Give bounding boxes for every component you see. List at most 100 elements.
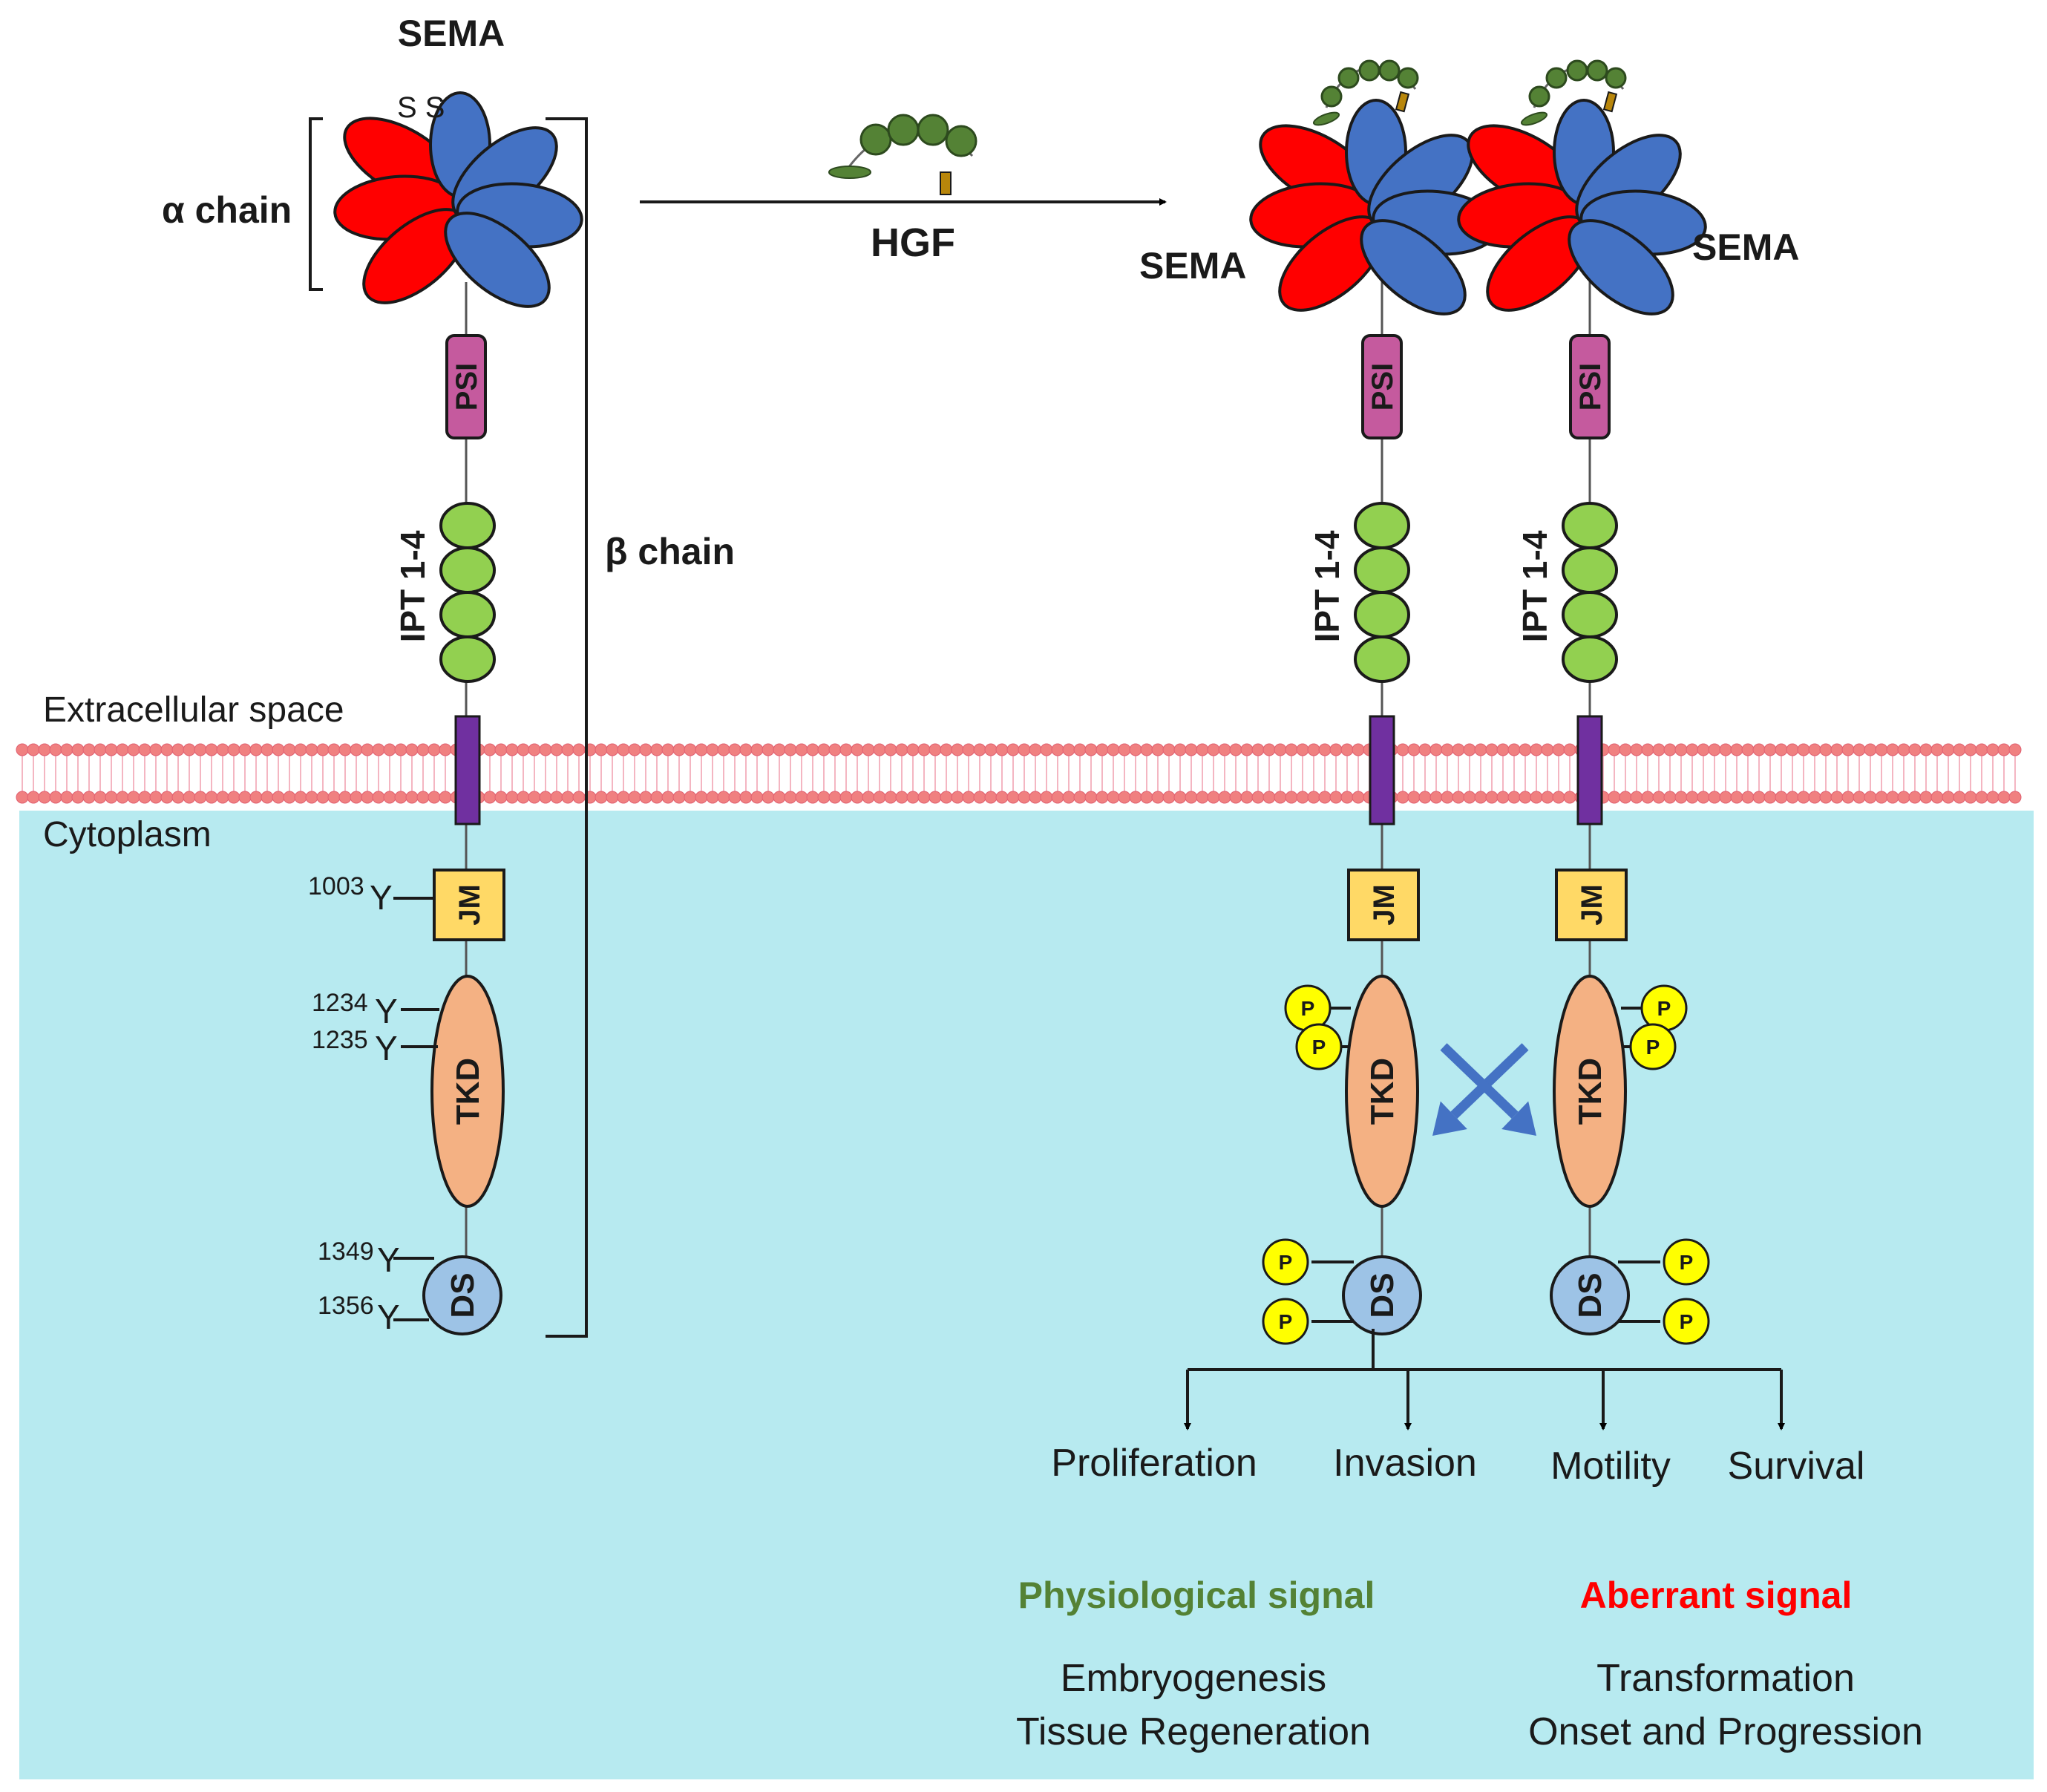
cytoplasm-region xyxy=(19,811,2034,1779)
hgf-label: HGF xyxy=(871,220,955,265)
tkd-label: TKD xyxy=(1572,1058,1608,1125)
sema-label-right-a: SEMA xyxy=(1139,245,1246,287)
tyrosine-1003-y: Y xyxy=(370,878,393,917)
ipt-label: IPT 1-4 xyxy=(1308,530,1346,642)
physiological-signal-line2: Tissue Regeneration xyxy=(1016,1710,1371,1753)
outcome-motility: Motility xyxy=(1550,1445,1671,1488)
psi-label: PSI xyxy=(1366,363,1399,411)
alpha-chain-label: α chain xyxy=(162,189,292,231)
ds-label: DS xyxy=(1572,1272,1608,1318)
jm-label: JM xyxy=(1576,884,1608,926)
aberrant-signal-line1: Transformation xyxy=(1596,1657,1855,1700)
tyrosine-1235-y: Y xyxy=(375,1029,398,1067)
tkd-domain xyxy=(1345,975,1419,1208)
phosphate-group xyxy=(1262,1238,1309,1286)
phosphate-label: P xyxy=(1279,1251,1293,1274)
cell-membrane xyxy=(16,743,2022,804)
psi-domain xyxy=(1569,334,1611,439)
tkd-label: TKD xyxy=(450,1058,486,1125)
downstream-tree xyxy=(1184,1329,1785,1430)
jm-label: JM xyxy=(453,884,486,926)
aberrant-signal-title: Aberrant signal xyxy=(1580,1574,1853,1616)
physiological-signal-block: Physiological signal Embryogenesis Tissu… xyxy=(1016,1574,1375,1753)
tyrosine-1349-y: Y xyxy=(377,1240,400,1279)
cross-arrow-left xyxy=(1432,1043,1529,1136)
tyrosine-1349-number: 1349 xyxy=(318,1237,374,1266)
sema-label-right-b: SEMA xyxy=(1692,226,1799,268)
tyrosine-1356-number: 1356 xyxy=(318,1292,374,1320)
sema-domain xyxy=(1457,99,1707,315)
phosphate-label: P xyxy=(1646,1036,1660,1059)
phosphate-label: P xyxy=(1657,997,1671,1020)
ds-label: DS xyxy=(1364,1272,1401,1318)
physiological-signal-line1: Embryogenesis xyxy=(1061,1657,1326,1700)
beta-chain-bracket xyxy=(546,117,588,1338)
outcome-survival: Survival xyxy=(1728,1445,1865,1488)
physiological-signal-title: Physiological signal xyxy=(1018,1574,1375,1616)
aberrant-signal-block: Aberrant signal Transformation Onset and… xyxy=(1528,1574,1923,1753)
tyrosine-1234-y: Y xyxy=(375,992,398,1030)
transmembrane-domain xyxy=(1369,715,1395,825)
ds-domain xyxy=(1550,1255,1630,1335)
psi-domain xyxy=(445,334,487,439)
ipt-domains xyxy=(1562,502,1618,683)
ipt-label: IPT 1-4 xyxy=(1516,530,1554,642)
bound-hgf xyxy=(1312,59,1419,126)
outcome-invasion: Invasion xyxy=(1333,1442,1477,1485)
phosphate-label: P xyxy=(1301,997,1315,1020)
ipt-domains xyxy=(439,502,496,683)
tkd-label: TKD xyxy=(1364,1058,1401,1125)
psi-domain xyxy=(1361,334,1403,439)
ipt-domains xyxy=(1354,502,1410,683)
phosphate-group xyxy=(1663,1238,1710,1286)
hgf-ligand xyxy=(828,114,977,195)
sema-domain xyxy=(1249,99,1499,315)
cross-arrow-right xyxy=(1440,1043,1536,1136)
outcome-labels: Proliferation Invasion Motility Survival xyxy=(1051,1442,1864,1488)
jm-domain xyxy=(1555,869,1628,941)
tyrosine-labels: 1003 Y 1234 Y 1235 Y 1349 Y 1356 Y xyxy=(308,872,400,1336)
ds-domain xyxy=(422,1255,502,1335)
jm-domain xyxy=(433,869,505,941)
cytoplasm-label: Cytoplasm xyxy=(43,815,212,854)
extracellular-label: Extracellular space xyxy=(43,690,344,730)
jm-label: JM xyxy=(1368,884,1401,926)
met-receptor-inactive: S S SEMA α chain β chain PSI IPT 1-4 JM … xyxy=(162,13,735,1338)
outcome-proliferation: Proliferation xyxy=(1051,1442,1257,1485)
phosphate-label: P xyxy=(1680,1251,1694,1274)
aberrant-signal-line2: Onset and Progression xyxy=(1528,1710,1923,1753)
ss-bond-label: S S xyxy=(397,91,445,124)
psi-label: PSI xyxy=(451,363,483,411)
tkd-domain xyxy=(1553,975,1627,1208)
tyrosine-1234-number: 1234 xyxy=(312,989,368,1017)
jm-domain xyxy=(1347,869,1420,941)
phosphate-label: P xyxy=(1279,1310,1293,1333)
phosphate-group xyxy=(1262,1298,1309,1345)
tyrosine-1003-number: 1003 xyxy=(308,872,364,900)
bound-hgf xyxy=(1520,59,1627,126)
cross-phosphorylation-arrows xyxy=(1432,1043,1536,1136)
transmembrane-domain xyxy=(454,715,481,825)
sema-domain xyxy=(333,91,583,308)
ds-label: DS xyxy=(445,1272,481,1318)
sema-label-top: SEMA xyxy=(398,13,505,54)
phosphate-label: P xyxy=(1680,1310,1694,1333)
tkd-domain xyxy=(430,975,505,1208)
ipt-label: IPT 1-4 xyxy=(393,530,432,642)
phosphate-group xyxy=(1629,1023,1677,1070)
phosphate-group xyxy=(1663,1298,1710,1345)
tyrosine-1235-number: 1235 xyxy=(312,1026,368,1054)
phosphate-label: P xyxy=(1312,1036,1326,1059)
tyrosine-sites xyxy=(393,897,439,1321)
phosphate-group xyxy=(1295,1023,1343,1070)
beta-chain-label: β chain xyxy=(605,531,735,572)
tyrosine-1356-y: Y xyxy=(377,1298,400,1336)
alpha-chain-bracket xyxy=(309,117,323,291)
ds-domain xyxy=(1342,1255,1422,1335)
psi-label: PSI xyxy=(1574,363,1607,411)
